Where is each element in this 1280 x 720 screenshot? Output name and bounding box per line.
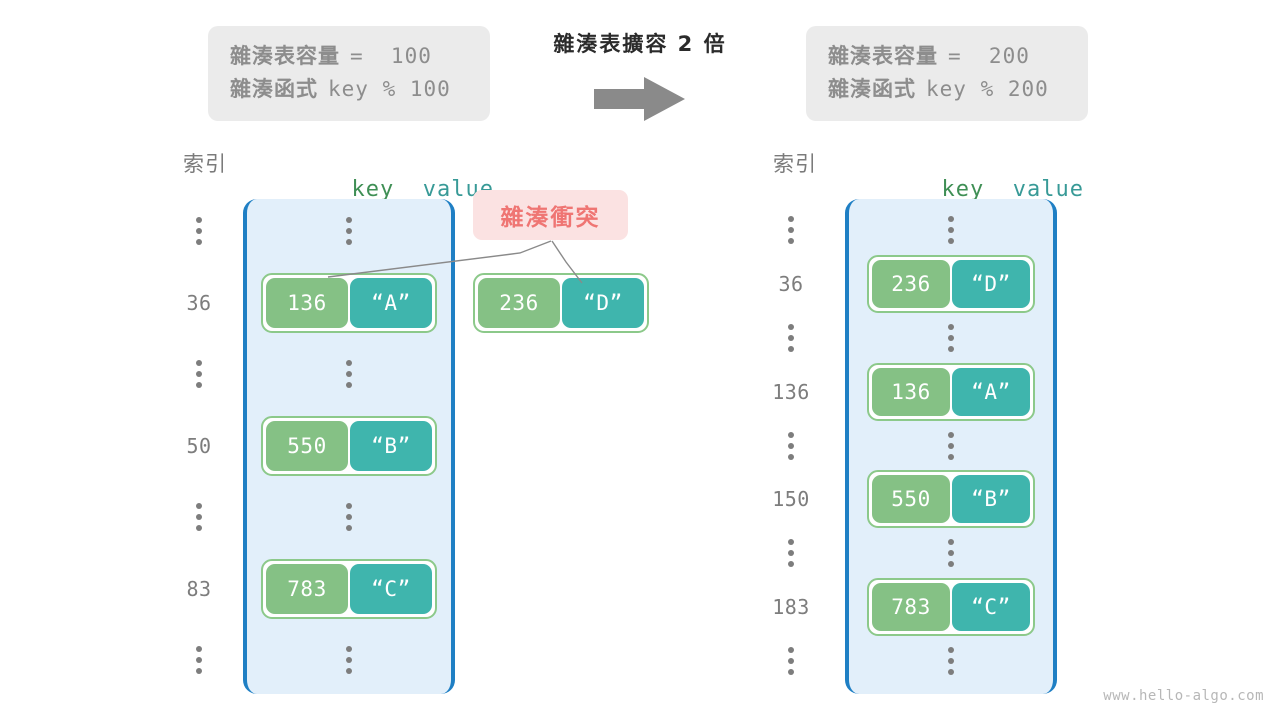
left-index-2	[164, 360, 234, 388]
transition-group: 雜湊表擴容 2 倍	[540, 28, 740, 122]
left-row-dots	[346, 360, 352, 388]
left-index-header: 索引	[183, 152, 227, 176]
overflow-entry-cell[interactable]: 236 “D”	[473, 273, 649, 333]
right-entry-key: 550	[872, 475, 950, 524]
function-line-after: 雜湊函式 key % 200	[828, 73, 1066, 106]
right-entry-value: “C”	[952, 583, 1030, 632]
left-index-4	[164, 503, 234, 531]
function-expr-after: key % 200	[926, 76, 1049, 101]
right-entry-value: “D”	[952, 259, 1030, 308]
right-index-6	[756, 539, 826, 568]
transition-label: 雜湊表擴容 2 倍	[553, 32, 727, 56]
right-entry-cell[interactable]: 550“B”	[867, 470, 1035, 529]
right-entry-value: “B”	[952, 475, 1030, 524]
left-entry-value: “A”	[350, 277, 432, 328]
ellipsis-icon	[788, 539, 794, 568]
left-entry-key: 136	[266, 277, 348, 328]
ellipsis-icon	[196, 646, 202, 674]
capacity-line-before: 雜湊表容量 = 100	[230, 40, 468, 73]
right-row-dots	[948, 216, 954, 244]
overflow-entry-value: “D”	[562, 278, 644, 328]
ellipsis-icon	[788, 431, 794, 460]
right-entry-cell[interactable]: 236“D”	[867, 254, 1035, 313]
right-entry-cell[interactable]: 136“A”	[867, 362, 1035, 421]
ellipsis-icon	[788, 647, 794, 675]
ellipsis-icon	[788, 216, 794, 244]
capacity-expr-after: = 200	[948, 44, 1030, 68]
left-row-dots	[346, 503, 352, 531]
capacity-label-before: 雜湊表容量	[230, 44, 340, 68]
right-row-dots	[948, 323, 954, 352]
capacity-label-after: 雜湊表容量	[828, 44, 938, 68]
right-arrow-icon	[540, 76, 740, 122]
ellipsis-icon	[196, 360, 202, 388]
info-box-after: 雜湊表容量 = 200 雜湊函式 key % 200	[806, 26, 1088, 122]
right-entry-key: 783	[872, 583, 950, 632]
right-index-5: 150	[772, 487, 810, 512]
function-line-before: 雜湊函式 key % 100	[230, 73, 468, 106]
function-label-after: 雜湊函式	[828, 76, 916, 101]
right-row-dots	[948, 647, 954, 675]
left-row-dots	[346, 646, 352, 674]
right-index-4	[756, 431, 826, 460]
left-entry-key: 550	[266, 420, 348, 471]
function-expr-before: key % 100	[328, 76, 451, 101]
left-entry-cell[interactable]: 783“C”	[261, 558, 437, 619]
ellipsis-icon	[196, 217, 202, 245]
left-entry-value: “C”	[350, 563, 432, 614]
left-entry-cell[interactable]: 550“B”	[261, 415, 437, 476]
left-index-6	[164, 646, 234, 674]
right-table-header: 索引 key value	[760, 148, 1084, 227]
left-index-3: 50	[186, 433, 212, 458]
right-value-header: value	[1012, 177, 1084, 202]
right-index-2	[756, 323, 826, 352]
left-entry-cell[interactable]: 136“A”	[261, 272, 437, 333]
right-entry-cell[interactable]: 783“C”	[867, 578, 1035, 637]
ellipsis-icon	[196, 503, 202, 531]
right-index-header: 索引	[773, 152, 817, 176]
right-entry-key: 236	[872, 259, 950, 308]
capacity-line-after: 雜湊表容量 = 200	[828, 40, 1066, 73]
right-entry-value: “A”	[952, 367, 1030, 416]
right-index-3: 136	[772, 379, 810, 404]
collision-badge: 雜湊衝突	[473, 190, 628, 240]
right-index-7: 183	[772, 595, 810, 620]
overflow-entry-key: 236	[478, 278, 560, 328]
left-index-5: 83	[186, 576, 212, 601]
watermark: www.hello-algo.com	[1103, 688, 1264, 704]
collision-badge-label: 雜湊衝突	[500, 205, 601, 231]
right-index-1: 36	[778, 271, 804, 296]
right-row-dots	[948, 431, 954, 460]
left-index-1: 36	[186, 290, 212, 315]
right-entry-key: 136	[872, 367, 950, 416]
left-key-header: key	[351, 177, 395, 202]
left-entry-value: “B”	[350, 420, 432, 471]
ellipsis-icon	[788, 323, 794, 352]
info-box-before: 雜湊表容量 = 100 雜湊函式 key % 100	[208, 26, 490, 122]
left-entry-key: 783	[266, 563, 348, 614]
right-key-header: key	[941, 177, 985, 202]
right-index-0	[756, 216, 826, 244]
capacity-expr-before: = 100	[350, 44, 432, 68]
left-row-dots	[346, 217, 352, 245]
right-index-8	[756, 647, 826, 675]
right-row-dots	[948, 539, 954, 568]
left-index-0	[164, 217, 234, 245]
function-label-before: 雜湊函式	[230, 76, 318, 101]
